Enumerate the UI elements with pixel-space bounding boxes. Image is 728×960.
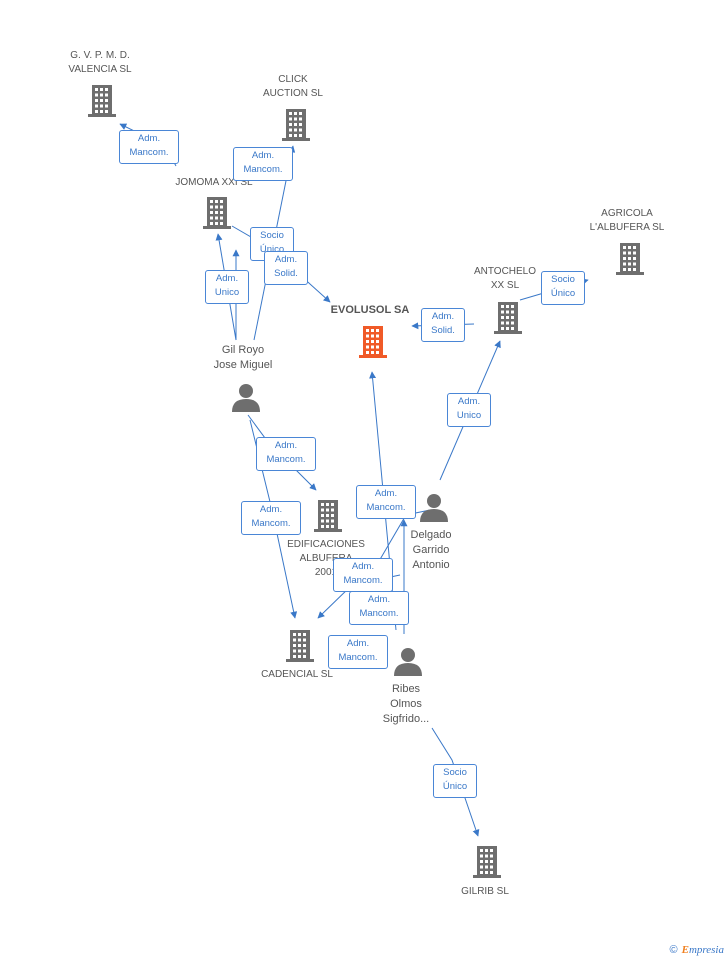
icons-layer <box>88 85 644 878</box>
building-icon[interactable] <box>88 85 116 117</box>
building-icon[interactable] <box>616 243 644 275</box>
node-label-gvpmd[interactable]: G. V. P. M. D. VALENCIA SL <box>68 50 132 75</box>
edge-label-gilroyo-edificaciones[interactable]: Adm. Mancom. <box>256 437 316 471</box>
edge-label-gilroyo-evolusol[interactable]: Adm. Solid. <box>264 251 308 285</box>
building-icon[interactable] <box>359 326 387 358</box>
edge-ribes-gilrib <box>431 727 480 837</box>
node-label-antochelo[interactable]: ANTOCHELO XX SL <box>473 266 537 291</box>
node-label-gilroyo[interactable]: Gil Royo Jose Miguel <box>213 344 273 371</box>
node-label-edificaciones[interactable]: EDIFICACIONES ALBUFERA 2001 <box>287 539 365 578</box>
building-icon[interactable] <box>314 500 342 532</box>
edge-label-antochelo-agricola[interactable]: Socio Único <box>541 271 585 305</box>
person-icon[interactable] <box>394 648 422 676</box>
edge-label-delgado-antochelo[interactable]: Adm. Unico <box>447 393 491 427</box>
edge-label-delgado-cadencial[interactable]: Adm. Mancom. <box>349 591 409 625</box>
copyright-icon: © <box>669 944 678 956</box>
brand-initial: E <box>681 944 689 956</box>
person-icon[interactable] <box>232 384 260 412</box>
edge-label-jomoma-gvpmd[interactable]: Adm. Mancom. <box>119 130 179 164</box>
building-icon[interactable] <box>494 302 522 334</box>
node-label-gilrib[interactable]: GILRIB SL <box>461 886 509 897</box>
building-icon[interactable] <box>282 109 310 141</box>
edges-layer <box>119 123 589 837</box>
edge-label-antochelo-evolusol[interactable]: Adm. Solid. <box>421 308 465 342</box>
edge-label-delgado-evolusol[interactable]: Adm. Mancom. <box>356 485 416 519</box>
edge-label-gilroyo-cadencial[interactable]: Adm. Mancom. <box>241 501 301 535</box>
node-label-evolusol[interactable]: EVOLUSOL SA <box>330 304 410 316</box>
edge-label-delgado-edificaciones[interactable]: Adm. Mancom. <box>333 558 393 592</box>
edge-label-gilroyo-click[interactable]: Adm. Mancom. <box>233 147 293 181</box>
edge-label-ribes-cadencial[interactable]: Adm. Mancom. <box>328 635 388 669</box>
node-label-jomoma[interactable]: JOMOMA XXI SL <box>175 177 253 188</box>
node-label-cadencial[interactable]: CADENCIAL SL <box>261 669 333 680</box>
building-icon[interactable] <box>203 197 231 229</box>
person-icon[interactable] <box>420 494 448 522</box>
building-icon[interactable] <box>286 630 314 662</box>
edge-label-gilroyo-jomoma[interactable]: Adm. Unico <box>205 270 249 304</box>
node-label-agricola[interactable]: AGRICOLA L'ALBUFERA SL <box>589 208 665 233</box>
brand-text: mpresia <box>688 944 724 956</box>
edge-label-ribes-gilrib[interactable]: Socio Único <box>433 764 477 798</box>
node-label-delgado[interactable]: Delgado Garrido Antonio <box>410 529 452 571</box>
empresia-watermark: ©Empresia <box>670 944 725 956</box>
node-label-click[interactable]: CLICK AUCTION SL <box>262 74 323 99</box>
building-icon[interactable] <box>473 846 501 878</box>
node-label-ribes[interactable]: Ribes Olmos Sigfrido... <box>382 683 430 725</box>
